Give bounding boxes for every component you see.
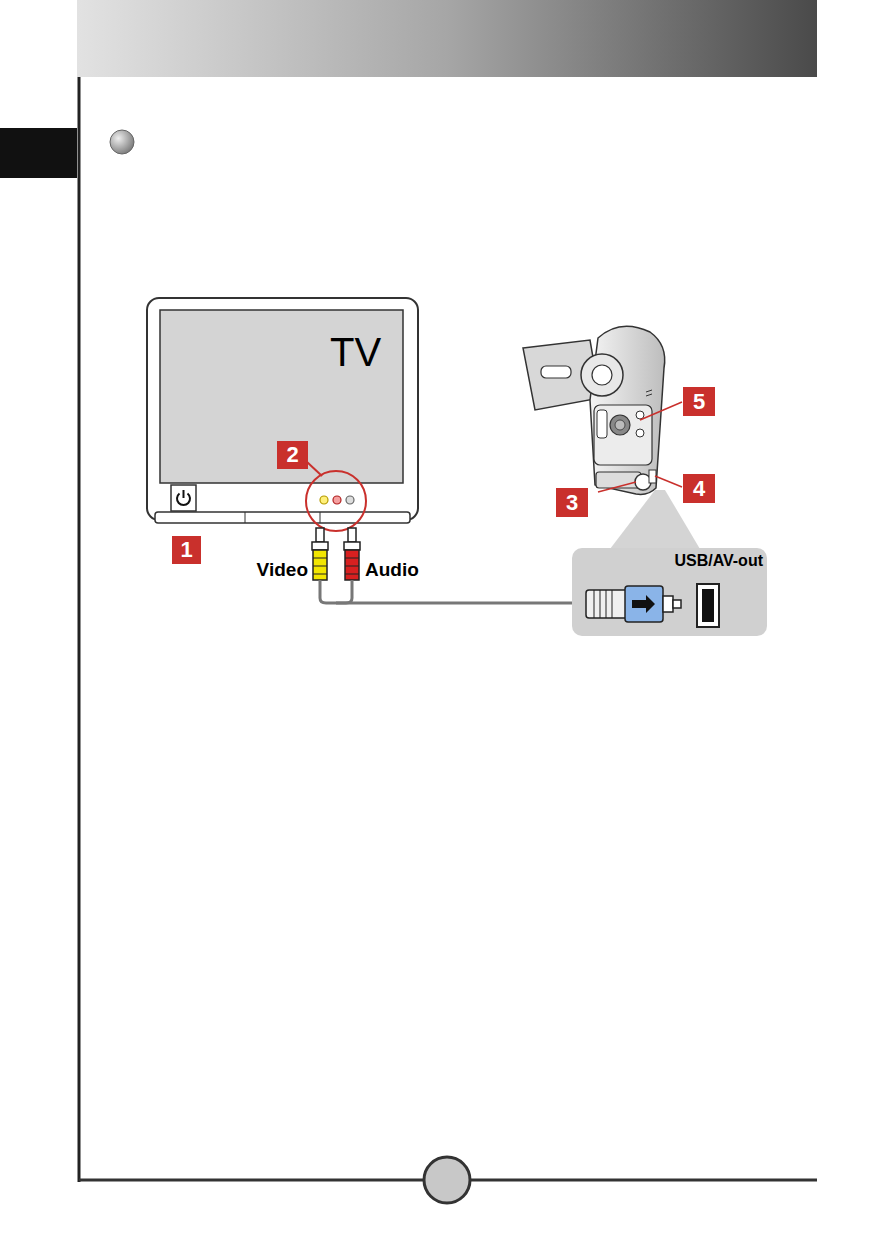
inset-panel: [572, 548, 767, 636]
audio-jack: [346, 496, 354, 504]
audio-jack: [333, 496, 341, 504]
bullet: [110, 130, 134, 154]
power-button: [171, 485, 196, 511]
port-label: USB/AV-out: [655, 553, 763, 569]
callout-number: 4: [683, 474, 715, 503]
header-bar: [77, 0, 817, 77]
side-tab: [0, 128, 77, 178]
page-circle: [424, 1157, 470, 1203]
rca-plugs: [312, 528, 585, 603]
usb-port: [697, 584, 719, 627]
callout-number: 2: [277, 441, 308, 469]
video-jack: [320, 496, 328, 504]
connector-label: Audio: [365, 560, 455, 579]
callout-number: 3: [556, 488, 588, 517]
tv-body: [147, 298, 418, 520]
screen-label: TV: [330, 332, 400, 372]
callout-number: 5: [683, 387, 715, 416]
tv-base: [155, 512, 410, 523]
callout-number: 1: [172, 536, 201, 564]
camcorder: [523, 326, 665, 494]
tv-screen: [160, 310, 403, 483]
frame-line: [78, 77, 81, 1182]
jack-highlight: [306, 471, 366, 531]
leader-line: [307, 462, 322, 476]
usb-plug: [586, 586, 681, 622]
connector-label: Video: [200, 560, 308, 579]
